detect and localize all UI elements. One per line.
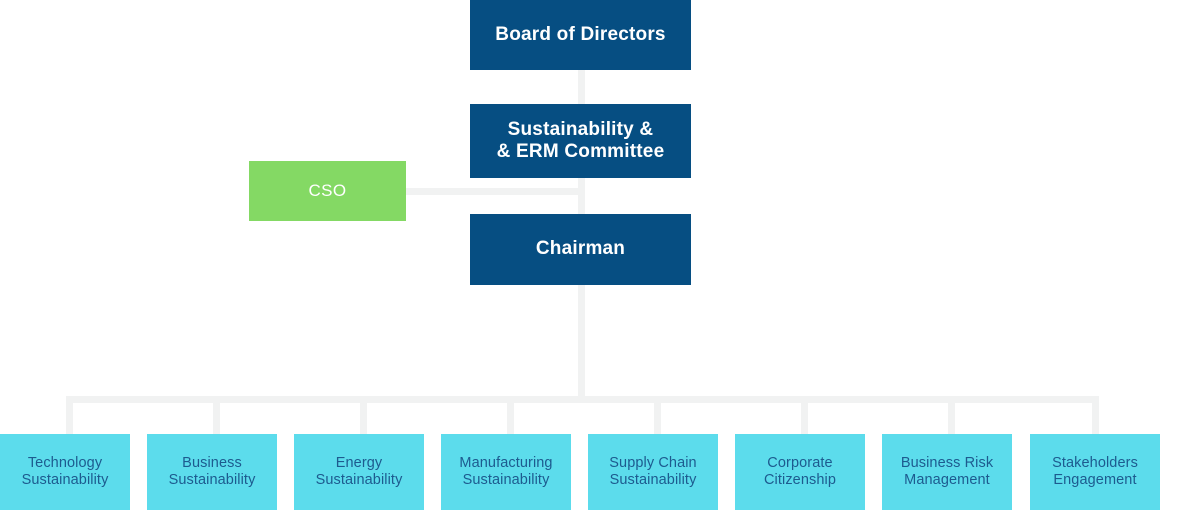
node-unit-business-risk-management[interactable]: Business Risk Management	[882, 434, 1012, 510]
node-unit-label: Business Sustainability	[168, 454, 256, 488]
connector-horizontal-bus	[66, 396, 1099, 403]
connector-drop-unit-6	[801, 396, 808, 434]
node-chairman[interactable]: Chairman	[470, 214, 691, 285]
node-unit-label: Stakeholders Engagement	[1052, 454, 1138, 488]
node-unit-supply-chain-sustainability[interactable]: Supply Chain Sustainability	[588, 434, 718, 510]
node-unit-stakeholders-engagement[interactable]: Stakeholders Engagement	[1030, 434, 1160, 510]
connector-drop-unit-8	[1092, 396, 1099, 434]
connector-drop-unit-2	[213, 396, 220, 434]
node-unit-manufacturing-sustainability[interactable]: Manufacturing Sustainability	[441, 434, 571, 510]
node-board-of-directors[interactable]: Board of Directors	[470, 0, 691, 70]
node-unit-label: Energy Sustainability	[315, 454, 403, 488]
node-unit-label: Manufacturing Sustainability	[459, 454, 553, 488]
connector-drop-unit-3	[360, 396, 367, 434]
connector-drop-unit-7	[948, 396, 955, 434]
connector-cso-to-spine	[406, 188, 585, 195]
node-sustainability-erm-committee[interactable]: Sustainability & & ERM Committee	[470, 104, 691, 178]
connector-committee-to-chairman	[578, 178, 585, 216]
connector-board-to-committee	[578, 70, 585, 106]
node-board-label: Board of Directors	[495, 23, 666, 45]
connector-chairman-to-bus	[578, 285, 585, 399]
node-unit-label: Supply Chain Sustainability	[609, 454, 697, 488]
node-committee-label: Sustainability & & ERM Committee	[496, 118, 665, 162]
connector-drop-unit-1	[66, 396, 73, 434]
node-chairman-label: Chairman	[535, 238, 626, 260]
node-unit-technology-sustainability[interactable]: Technology Sustainability	[0, 434, 130, 510]
node-unit-corporate-citizenship[interactable]: Corporate Citizenship	[735, 434, 865, 510]
node-unit-label: Business Risk Management	[900, 454, 994, 488]
node-cso[interactable]: CSO	[249, 161, 406, 221]
node-unit-label: Technology Sustainability	[21, 454, 109, 488]
connector-drop-unit-5	[654, 396, 661, 434]
connector-drop-unit-4	[507, 396, 514, 434]
node-cso-label: CSO	[308, 180, 347, 200]
node-unit-label: Corporate Citizenship	[763, 454, 837, 488]
node-unit-energy-sustainability[interactable]: Energy Sustainability	[294, 434, 424, 510]
node-unit-business-sustainability[interactable]: Business Sustainability	[147, 434, 277, 510]
